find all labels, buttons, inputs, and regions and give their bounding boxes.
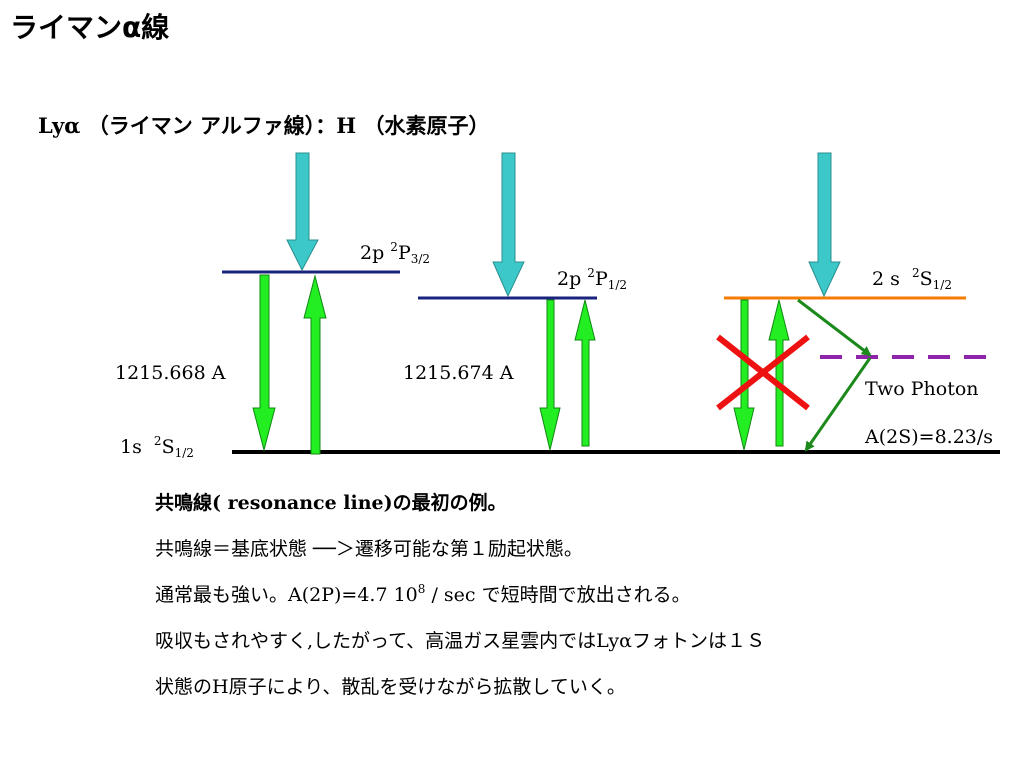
label-2s-1-2: 2 s 2S1/2 [872,266,952,292]
slide-title: ライマンα線 [10,11,170,44]
emission-arrow-2p32 [252,274,276,452]
incoming-arrow-2 [492,152,525,298]
forbidden-cross-b [716,334,810,411]
two-photon-rate: A(2S)=8.23/s [865,426,994,448]
wavelength-2p32: 1215.668 A [115,362,226,384]
incoming-arrow-1 [286,152,319,272]
two-photon-arrow-1 [797,298,872,357]
note-line-2: 共鳴線＝基底状態 ──＞遷移可能な第１励起状態。 [155,538,583,560]
note-line-1: 共鳴線( resonance line)の最初の例。 [155,492,507,514]
note-line-5: 状態のH原子により、散乱を受けながら拡散していく。 [155,676,626,698]
incoming-arrow-3 [808,152,841,298]
note-line-4: 吸収もされやすく,したがって、高温ガス星雲内ではLyαフォトンは１Ｓ [155,630,765,652]
two-photon-label: Two Photon [865,378,979,400]
absorption-arrow-2s [768,299,790,447]
label-2p-1-2: 2p 2P1/2 [557,266,628,292]
wavelength-2p12: 1215.674 A [403,362,514,384]
note-line-3: 通常最も強い。A(2P)=4.7 108 / sec で短時間で放出される。 [155,582,691,606]
two-photon-arrow-2 [804,357,872,452]
absorption-arrow-2p32 [303,274,327,455]
emission-arrow-2s [733,299,755,451]
diagram-subtitle: Lyα （ライマン アルファ線）：H （水素原子） [38,113,490,138]
label-ground-1s: 1s 2S1/2 [120,434,194,460]
emission-arrow-2p12 [539,299,561,451]
label-2p-3-2: 2p 2P3/2 [360,240,431,266]
absorption-arrow-2p12 [574,299,596,447]
